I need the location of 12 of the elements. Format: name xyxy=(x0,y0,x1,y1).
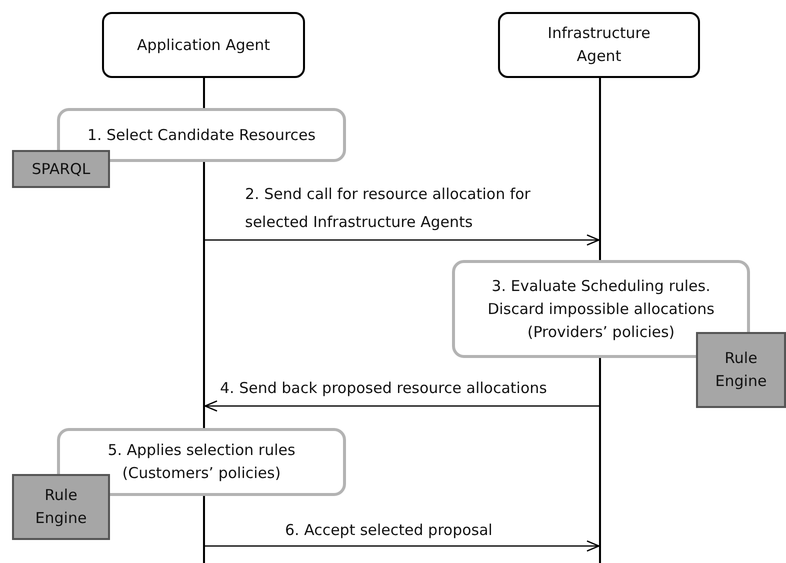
message-arrow xyxy=(204,400,599,412)
edge-label: 6. Accept selected proposal xyxy=(285,520,494,541)
message-arrow xyxy=(205,234,600,246)
tool-box: Rule Engine xyxy=(12,474,110,540)
participant-box: Application Agent xyxy=(102,12,305,78)
tool-box: SPARQL xyxy=(12,150,110,188)
participant-box: Infrastructure Agent xyxy=(498,12,700,78)
message-arrow xyxy=(205,540,600,552)
edge-label: 2. Send call for resource allocation for selected Infrastructure Agents xyxy=(245,184,532,233)
activity-box: 1. Select Candidate Resources xyxy=(57,108,346,162)
tool-box: Rule Engine xyxy=(696,332,786,408)
edge-label: 4. Send back proposed resource allocations xyxy=(220,378,548,399)
